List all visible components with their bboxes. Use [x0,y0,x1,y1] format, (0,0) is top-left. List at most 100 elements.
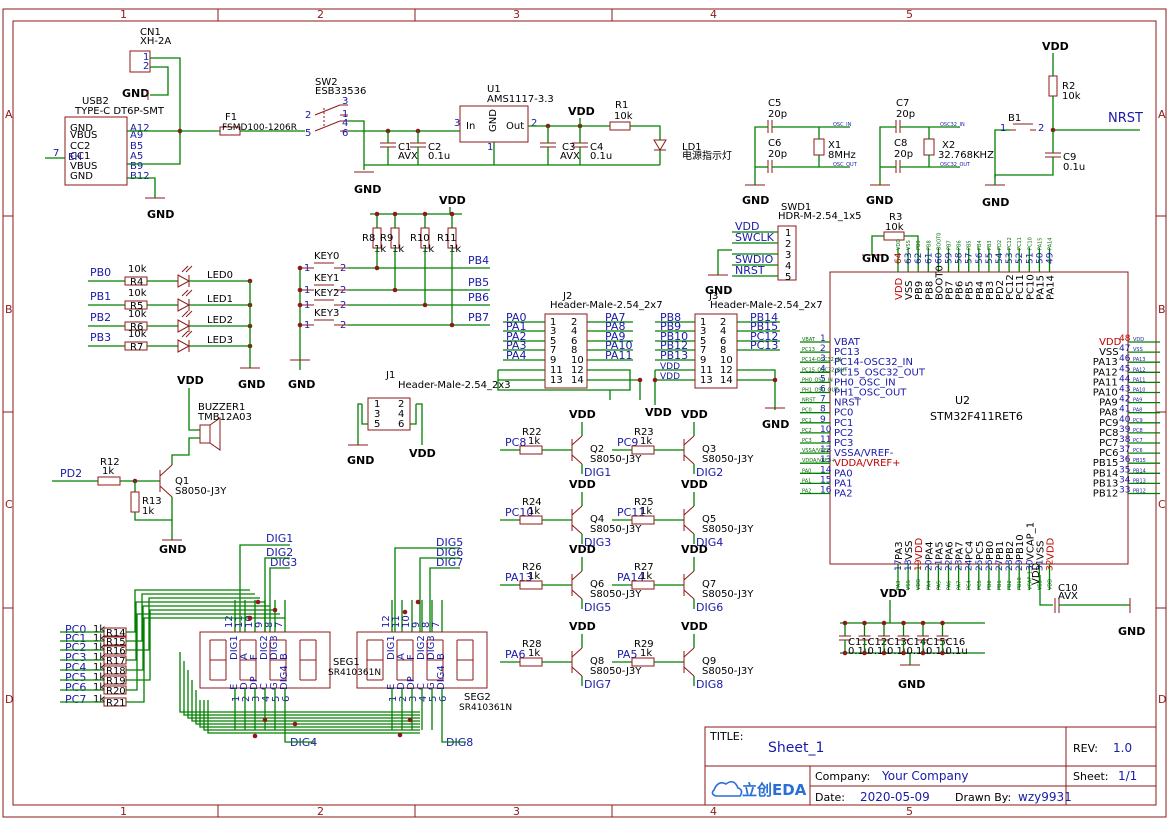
company-label: Company: [815,770,870,783]
key-net-2: PB6 [468,291,489,304]
j3-ref: J3 [708,291,718,302]
u2-tnet-6: PB6 [957,240,963,250]
u2-rsig-3: PA12 [1093,367,1118,378]
seg-res-ref-1: R15 [106,637,126,648]
u2-lnet-13: PA0 [802,468,811,474]
u2-bpin-1: 18 [904,559,914,571]
j3-lnum-4: 9 [700,355,706,366]
u2-lnet-6: NRST [802,398,816,404]
c9-value: 0.1u [1063,162,1085,173]
u2-tnet-1: VSS [906,240,912,250]
seg-net-4: PC4 [65,661,86,674]
seg1-ref: SEG1 [333,657,360,668]
seg2-dig-1: DIG6 [436,546,463,559]
u2-rsig-11: PC6 [1099,448,1118,459]
gnd-reset: GND [982,196,1009,209]
u2-lsig-13: PA0 [834,468,853,479]
digit-res-ref-7: R29 [634,639,654,650]
u2-lsig-5: PH1_OSC_OUT [834,388,907,399]
u2-rnet-14: PB13 [1133,478,1146,484]
seg2-ref: SEG2 [464,692,491,703]
date-value: 2020-05-09 [860,790,930,804]
u2-lpin-4: 5 [820,374,826,384]
seg1-bot-3: C [259,683,270,690]
u2-bnet-0: PA3 [896,581,902,590]
seg2-bot-0: E [386,684,397,690]
seg2-bot-4: G [426,682,437,690]
decap-ref-3: C14 [907,637,927,648]
seg-net-1: PC1 [65,632,86,645]
j3-rnum-5: 12 [720,365,733,376]
seg2-dig-0: DIG5 [436,536,463,549]
u2-lpin-10: 11 [820,435,831,445]
c1-value: AVX [398,151,418,162]
u2-rnet-6: PA9 [1133,398,1142,404]
grid-row-r-C: C [1158,498,1166,511]
grid-col-5: 5 [906,8,913,21]
x2-ref: X2 [942,140,955,151]
u2-lnet-14: PA1 [802,478,811,484]
pullup-val-1: 1k [392,244,404,255]
c10-ref: C10 [1058,583,1078,594]
u2-tsig-10: PD2 [995,280,1006,300]
c6-ref: C6 [768,138,781,149]
c2-value: 0.1u [428,151,450,162]
u2-bnet-6: PA7 [957,581,963,590]
usb-pin-5: GND [70,171,93,182]
u2-lpin-3: 4 [820,364,826,374]
gnd-keys: GND [288,378,315,391]
led-3 [177,339,191,353]
gnd-decap: GND [898,678,925,691]
digit-q-val-5: S8050-J3Y [702,589,754,600]
j3-right-net-0: PB14 [750,311,778,324]
u2-lsig-1: PC13 [834,347,860,358]
j2-lnum-6: 13 [550,375,563,386]
decap-val-0: 0.1u [848,646,870,657]
seg1-dig-2: DIG3 [270,556,297,569]
u2-bsig-3: PA4 [924,541,935,560]
u2-rsig-6: PA9 [1099,398,1118,409]
seg2-top-0: DIG1 [386,635,397,660]
crystal-x1 [813,138,825,156]
u2-rpin-1: 47 [1119,344,1130,354]
u2-tnet-12: PC11 [1017,237,1023,250]
u2-rsig-13: PB14 [1093,468,1119,479]
decoupling-caps: VDD GND C110.1uC120.1uC130.1uC140.1uC150… [839,587,985,691]
key-net-1: PB5 [468,276,489,289]
usb-pin-2: CC2 [70,141,90,152]
sw2-value: ESB33536 [315,86,366,97]
u2-rpin-9: 39 [1119,425,1131,435]
digit-q-val-7: S8050-J3Y [702,666,754,677]
buzzer-section: VDD BUZZER1 TMB12A03 PD2 R12 1k R13 1k Q… [52,374,252,556]
x1-value: 8MHz [828,150,856,161]
grid-col-4: 4 [710,8,717,21]
u2-rsig-15: PB12 [1093,489,1119,500]
u2-rnet-3: PA12 [1133,367,1145,373]
swd-net-0: VDD [735,220,759,233]
x2-value: 32.768KHZ [938,150,994,161]
j2-lnum-1: 3 [550,326,556,337]
gnd-usb: GND [147,208,174,221]
sw2-ref: SW2 [315,77,338,88]
digit-res-val-4: 1k [528,571,540,582]
u2-tsig-15: PA14 [1046,275,1057,300]
u2-tsig-4: BOOT0 [934,265,945,300]
j3-left-net-0: PB8 [660,311,681,324]
c2-ref: C2 [428,142,441,153]
swd-net-1: SWCLK [735,231,775,244]
decap-val-2: 0.1u [887,646,909,657]
drawn-value: wzy9931 [1018,790,1072,804]
led-net-1: PB1 [90,290,111,303]
svg-text:OSC_IN: OSC_IN [833,122,852,128]
pullup-val-2: 1k [422,244,434,255]
usb-pin-num-4: B9 [130,161,143,172]
j1-rnum-0: 2 [398,399,404,410]
seg-res-val-2: 1k [93,642,105,653]
seg1-bnum-5: 6 [281,696,292,702]
cn1-connector [129,50,151,73]
j3-right-net-1: PB15 [750,320,778,333]
